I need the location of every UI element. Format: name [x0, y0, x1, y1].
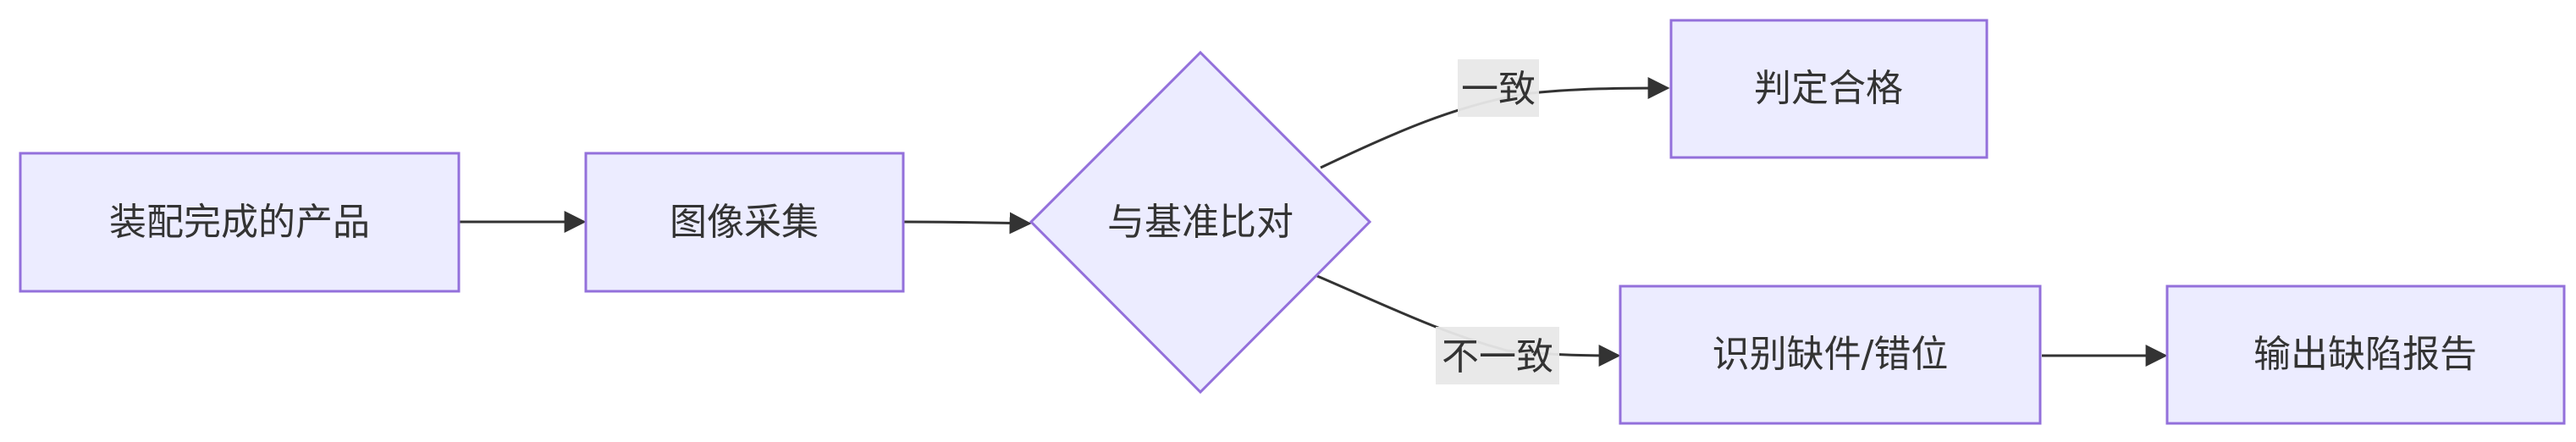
node-judge-pass-label: 判定合格 [1754, 67, 1903, 110]
node-compare-baseline-label: 与基准比对 [1107, 201, 1294, 244]
node-identify-defect: 识别缺件/错位 [1619, 285, 2042, 425]
edge-label-match: 一致 [1458, 59, 1539, 117]
node-judge-pass: 判定合格 [1669, 19, 1989, 159]
node-assembled-product-label: 装配完成的产品 [109, 201, 370, 244]
node-assembled-product: 装配完成的产品 [19, 152, 461, 293]
edge-label-mismatch: 不一致 [1436, 327, 1559, 384]
node-output-report: 输出缺陷报告 [2165, 285, 2566, 425]
node-image-capture: 图像采集 [584, 152, 905, 293]
node-compare-baseline: 与基准比对 [1029, 50, 1372, 395]
edge-label-mismatch-text: 不一致 [1442, 335, 1553, 378]
node-image-capture-label: 图像采集 [670, 201, 819, 244]
edge-label-match-text: 一致 [1461, 68, 1536, 111]
node-output-report-label: 输出缺陷报告 [2253, 333, 2477, 376]
node-identify-defect-label: 识别缺件/错位 [1713, 333, 1949, 376]
edge-capture-to-compare [903, 212, 1032, 235]
